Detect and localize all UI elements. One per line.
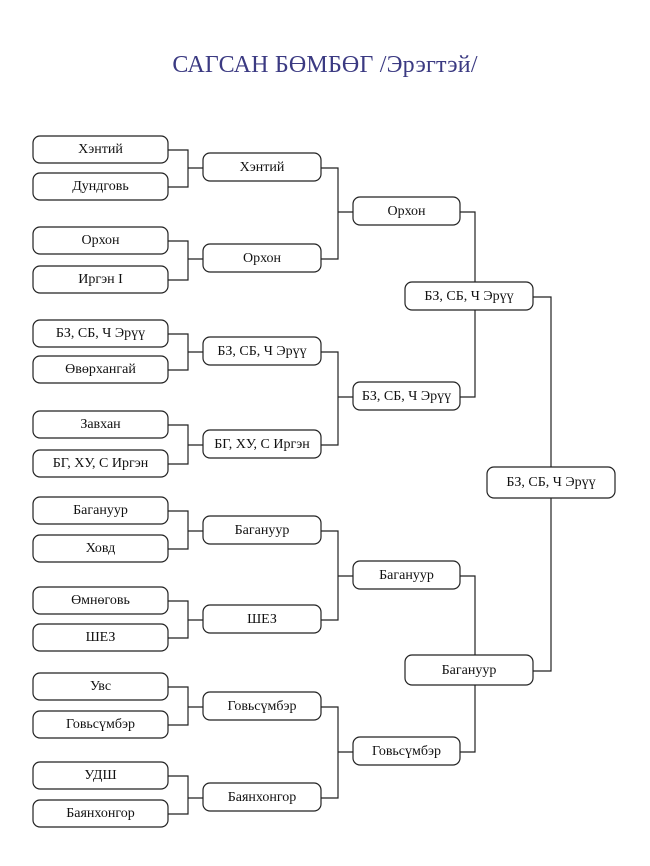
round2-slot: БЗ, СБ, Ч Эрүү <box>202 336 322 366</box>
connector-line <box>168 424 203 465</box>
team-label: Хэнтий <box>78 142 123 157</box>
team-label: Орхон <box>387 204 426 219</box>
connector-line <box>168 333 203 371</box>
round1-slot: БЗ, СБ, Ч Эрүү <box>32 319 169 348</box>
connector-line <box>321 706 353 799</box>
team-label: Говьсүмбэр <box>227 699 296 714</box>
round2-slot: Баянхонгор <box>202 782 322 812</box>
team-label: Багануур <box>235 523 290 538</box>
team-label: Хэнтий <box>240 160 285 175</box>
round1-slot: Ховд <box>32 534 169 563</box>
round1-slot: Дундговь <box>32 172 169 201</box>
team-label: Говьсүмбэр <box>66 717 135 732</box>
team-label: БГ, ХУ, С Иргэн <box>53 456 149 471</box>
round1-slot: Баянхонгор <box>32 799 169 828</box>
team-label: Завхан <box>80 417 121 432</box>
connector-line <box>321 530 353 621</box>
final-slot: БЗ, СБ, Ч Эрүү <box>486 466 616 499</box>
team-label: Дундговь <box>72 179 129 194</box>
round1-slot: ШЕЗ <box>32 623 169 652</box>
team-label: БЗ, СБ, Ч Эрүү <box>506 475 595 490</box>
round1-slot: УДШ <box>32 761 169 790</box>
connector-line <box>168 686 203 726</box>
connector-line <box>168 600 203 639</box>
round1-slot: Өмнөговь <box>32 586 169 615</box>
round3-slot: Говьсүмбэр <box>352 736 461 766</box>
team-label: Ховд <box>86 541 116 556</box>
connector-line <box>168 510 203 550</box>
team-label: Багануур <box>442 663 497 678</box>
team-label: БЗ, СБ, Ч Эрүү <box>362 389 451 404</box>
round1-slot: Увс <box>32 672 169 701</box>
round3-slot: Орхон <box>352 196 461 226</box>
team-label: Багануур <box>379 568 434 583</box>
team-label: Багануур <box>73 503 128 518</box>
team-label: Орхон <box>81 233 120 248</box>
round2-slot: Багануур <box>202 515 322 545</box>
connector-line <box>168 775 203 815</box>
team-label: БГ, ХУ, С Иргэн <box>214 437 310 452</box>
team-label: Увс <box>90 679 111 694</box>
team-label: Баянхонгор <box>228 790 297 805</box>
team-label: Баянхонгор <box>66 806 135 821</box>
round3-slot: БЗ, СБ, Ч Эрүү <box>352 381 461 411</box>
round1-slot: Говьсүмбэр <box>32 710 169 739</box>
round1-slot: БГ, ХУ, С Иргэн <box>32 449 169 478</box>
connector-line <box>168 149 203 188</box>
round1-slot: Орхон <box>32 226 169 255</box>
round1-slot: Иргэн I <box>32 265 169 294</box>
team-label: Иргэн I <box>78 272 123 287</box>
team-label: ШЕЗ <box>247 612 277 627</box>
team-label: Орхон <box>243 251 282 266</box>
team-label: УДШ <box>84 768 116 783</box>
semifinal-slot: БЗ, СБ, Ч Эрүү <box>404 281 534 311</box>
round2-slot: Орхон <box>202 243 322 273</box>
team-label: Өмнөговь <box>71 593 130 608</box>
round2-slot: БГ, ХУ, С Иргэн <box>202 429 322 459</box>
round1-slot: Багануур <box>32 496 169 525</box>
team-label: БЗ, СБ, Ч Эрүү <box>424 289 513 304</box>
team-label: БЗ, СБ, Ч Эрүү <box>217 344 306 359</box>
round1-slot: Өвөрхангай <box>32 355 169 384</box>
team-label: Өвөрхангай <box>65 362 136 377</box>
page-title: САГСАН БӨМБӨГ /Эрэгтэй/ <box>172 52 478 78</box>
connector-line <box>321 167 353 260</box>
round1-slot: Завхан <box>32 410 169 439</box>
round1-slot: Хэнтий <box>32 135 169 164</box>
round3-slot: Багануур <box>352 560 461 590</box>
team-label: БЗ, СБ, Ч Эрүү <box>56 326 145 341</box>
round2-slot: Хэнтий <box>202 152 322 182</box>
connector-line <box>321 351 353 446</box>
team-label: ШЕЗ <box>86 630 116 645</box>
semifinal-slot: Багануур <box>404 654 534 686</box>
round2-slot: ШЕЗ <box>202 604 322 634</box>
round2-slot: Говьсүмбэр <box>202 691 322 721</box>
connector-line <box>168 240 203 281</box>
team-label: Говьсүмбэр <box>372 744 441 759</box>
